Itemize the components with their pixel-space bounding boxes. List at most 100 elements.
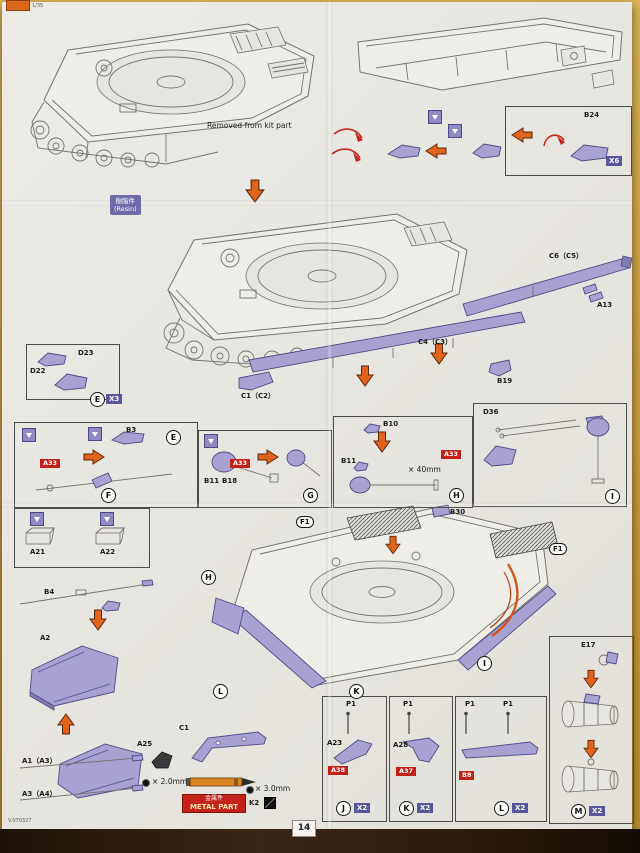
step-letter-ref-l: L (213, 684, 228, 699)
rotate-arrow-icon (331, 128, 363, 162)
step-letter-k: K (399, 801, 414, 816)
arrow-down-icon (385, 535, 401, 555)
part-label-a37: A37 (396, 767, 417, 776)
step-letter-ref-i: I (477, 656, 492, 671)
pulley-part (598, 651, 619, 666)
part-label-a33: A33 (441, 450, 462, 459)
resin-label-en: (Resin) (114, 205, 137, 213)
tool-rod-part (35, 472, 173, 492)
part-label-b3: B3 (126, 426, 137, 434)
step-letter-e: E (90, 392, 105, 407)
part-label-a28: A28 (393, 741, 409, 749)
middle-hull-assembly-illustration (163, 213, 468, 368)
arrow-right-icon (257, 449, 279, 465)
table-surface (0, 829, 640, 853)
metal-part-badge: 金属件 METAL PART (182, 794, 246, 813)
insert-arrow-glyph (104, 516, 110, 522)
step-panel-b24 (505, 106, 632, 176)
sheet-header-text: 1/35 (32, 3, 44, 9)
black-clamp-part (151, 751, 173, 769)
insert-part-icon (22, 428, 36, 442)
part-label-c4c3: C4（C3） (418, 338, 453, 346)
quantity-badge: X2 (354, 803, 371, 813)
arrow-left-icon (511, 127, 533, 143)
arrow-down-icon (583, 669, 599, 689)
arrow-left-icon (425, 143, 447, 159)
step-panel-a21-a22 (14, 508, 150, 568)
brand-logo (6, 0, 30, 11)
quantity-badge: X2 (512, 803, 529, 813)
step-letter-l: L (494, 801, 509, 816)
step-panel-g (198, 430, 332, 508)
step-letter-ref-e: E (166, 430, 181, 445)
insert-part-icon (428, 110, 442, 124)
part-label-a21: A21 (30, 548, 46, 556)
step-letter-j: J (336, 801, 351, 816)
part-label-b11: B11 (204, 477, 220, 485)
step-panel-e (26, 344, 120, 400)
step-letter-m: M (571, 804, 586, 819)
part-label-a13: A13 (597, 301, 613, 309)
part-label-c6c5: C6（C5） (549, 252, 584, 260)
purple-bracket-part-a28 (401, 737, 440, 763)
quantity-badge: X2 (417, 803, 434, 813)
insert-part-icon (448, 124, 462, 138)
part-label-a33: A33 (40, 459, 61, 468)
part-label-a38: A38 (328, 766, 349, 775)
page-number: 14 (292, 820, 316, 837)
resin-part-badge: 樹脂件 (Resin) (110, 195, 141, 215)
purple-bracket-part-c1 (191, 731, 267, 763)
purple-bracket-part-a23 (333, 739, 373, 765)
purple-clamp-part (110, 431, 145, 445)
diameter-note-20: × 2.0mm (152, 777, 188, 786)
purple-channel-part (461, 741, 539, 759)
pin-part-p1 (407, 711, 411, 734)
part-label-c1c2: C1（C2） (241, 392, 276, 400)
part-label-p1: P1 (503, 700, 514, 708)
mudguard-wedge-part-a2 (29, 645, 119, 711)
part-label-a23: A23 (327, 739, 343, 747)
pin-part-p1 (506, 711, 510, 734)
purple-small-part (101, 600, 121, 612)
part-label-p1: P1 (465, 700, 476, 708)
metal-rod-part (186, 777, 256, 787)
step-panel-k (389, 696, 453, 822)
diameter-note-30: × 3.0mm (255, 784, 291, 793)
step-letter-h: H (449, 488, 464, 503)
step-panel-i (473, 403, 627, 507)
insert-part-icon (204, 434, 218, 448)
step-panel-m (549, 636, 634, 824)
step-panel-f (14, 422, 198, 508)
shovel-part-vertical (586, 417, 610, 484)
step-letter-ref-k: K (349, 684, 364, 699)
frame-part (95, 527, 125, 545)
rotate-arrow-icon (543, 134, 565, 147)
quantity-badge: X2 (589, 806, 606, 816)
part-label-d36: D36 (483, 408, 499, 416)
shovel-part-horizontal (349, 476, 439, 494)
purple-bracket-part (570, 144, 609, 162)
arrow-down-icon (583, 739, 599, 759)
removed-from-kit-note: Removed from kit part (207, 121, 292, 130)
arrow-right-icon (83, 449, 105, 465)
fuel-drum-assembled-part (561, 758, 619, 793)
metal-label-en: METAL PART (189, 803, 239, 811)
step-letter-ref-h: H (201, 570, 216, 585)
part-label-a22: A22 (100, 548, 116, 556)
part-label-b4: B4 (44, 588, 55, 596)
part-label-b19: B19 (497, 377, 513, 385)
insert-arrow-glyph (452, 128, 458, 134)
frame-part (25, 527, 55, 545)
arrow-up-icon (57, 713, 75, 735)
part-label-e17: E17 (581, 641, 596, 649)
sheet-version-text: V.070327 (8, 818, 32, 824)
purple-bracket-part (37, 352, 67, 367)
upper-hull-top-view-illustration (30, 23, 315, 168)
drill-dot-icon (246, 786, 254, 794)
part-label-b24: B24 (584, 111, 600, 119)
part-label-a3a4: A3（A4） (22, 790, 57, 798)
insert-arrow-glyph (208, 438, 214, 444)
purple-bracket-part (483, 445, 517, 467)
drill-dot-icon (142, 779, 150, 787)
